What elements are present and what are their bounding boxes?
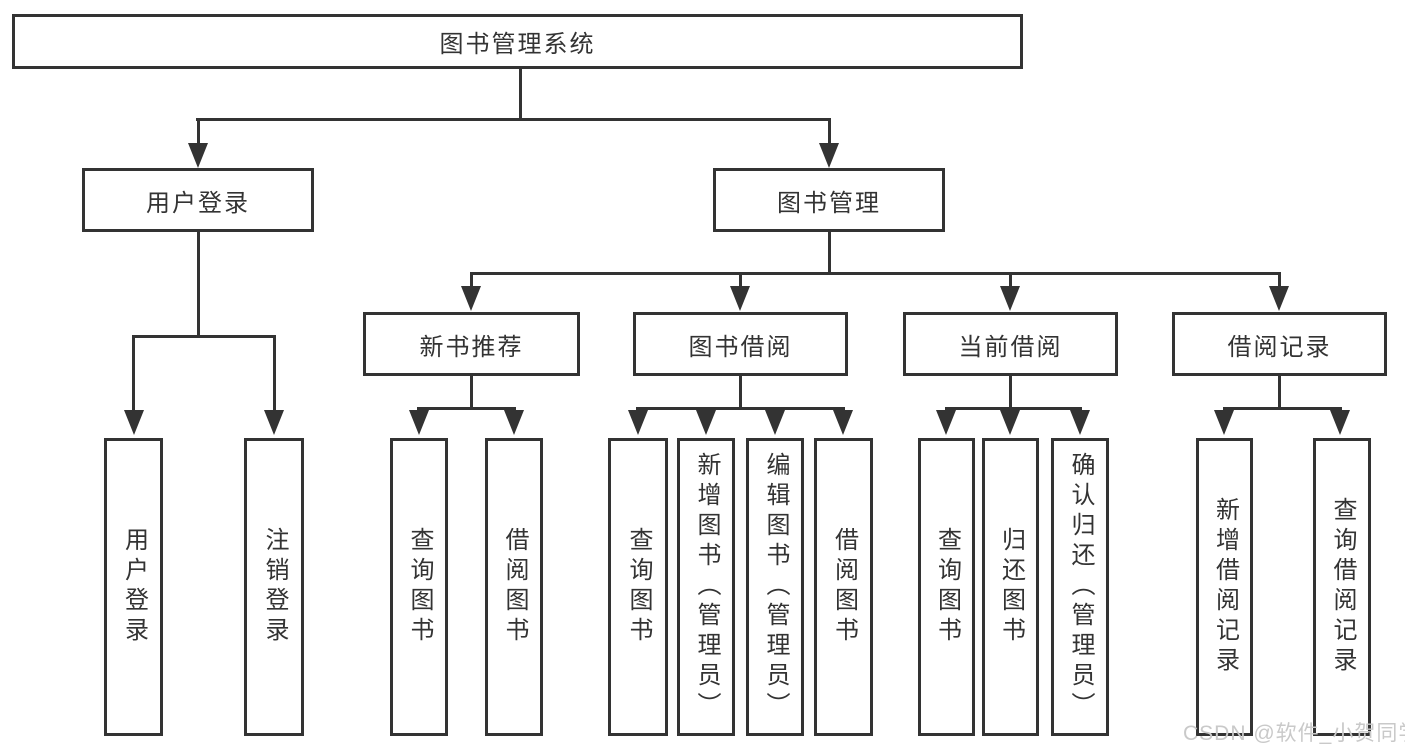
leaf-query-books-borrow-label: 查询图书 bbox=[625, 527, 652, 647]
arrowhead-leaf-query-books-borrow-icon bbox=[628, 410, 648, 435]
arrowhead-leaf-query-books-recommend-icon bbox=[409, 410, 429, 435]
leaf-add-borrow-record-label: 新增借阅记录 bbox=[1211, 497, 1239, 677]
leaf-borrow-books-recommend: 借阅图书 bbox=[485, 438, 543, 736]
arrowhead-book-management-icon bbox=[819, 143, 839, 168]
leaf-return-books-label: 归还图书 bbox=[997, 527, 1025, 647]
arrowhead-current-borrow-icon bbox=[1000, 286, 1020, 311]
leaf-query-books-borrow: 查询图书 bbox=[608, 438, 668, 736]
node-root: 图书管理系统 bbox=[12, 14, 1023, 69]
node-new-book-recommend: 新书推荐 bbox=[363, 312, 580, 376]
connector-root-horizontal bbox=[196, 118, 831, 121]
connector-current-borrow-horizontal bbox=[945, 407, 1082, 410]
arrowhead-book-borrow-icon bbox=[730, 286, 750, 311]
leaf-borrow-books-label: 借阅图书 bbox=[830, 527, 858, 647]
connector-stub-current-borrow bbox=[1009, 275, 1012, 287]
leaf-query-books-current-label: 查询图书 bbox=[933, 527, 961, 647]
leaf-logout: 注销登录 bbox=[244, 438, 304, 736]
leaf-confirm-return-admin-label: 确认归还（管理员） bbox=[1067, 452, 1094, 722]
leaf-user-login-label: 用户登录 bbox=[120, 527, 148, 647]
arrowhead-leaf-confirm-return-icon bbox=[1070, 410, 1090, 435]
connector-user-login-horizontal bbox=[132, 335, 276, 338]
arrowhead-leaf-borrow-books-recommend-icon bbox=[504, 410, 524, 435]
connector-borrow-records-horizontal bbox=[1223, 407, 1342, 410]
leaf-add-borrow-record: 新增借阅记录 bbox=[1196, 438, 1253, 736]
leaf-query-books-current: 查询图书 bbox=[918, 438, 975, 736]
leaf-user-login: 用户登录 bbox=[104, 438, 163, 736]
node-borrow-records: 借阅记录 bbox=[1172, 312, 1387, 376]
arrowhead-new-book-recommend-icon bbox=[461, 286, 481, 311]
node-borrow-records-label: 借阅记录 bbox=[1227, 333, 1332, 361]
connector-stub-book-management bbox=[828, 121, 831, 147]
arrowhead-leaf-user-login-icon bbox=[124, 410, 144, 435]
leaf-add-book-admin-label: 新增图书（管理员） bbox=[693, 452, 720, 722]
leaf-logout-label: 注销登录 bbox=[261, 527, 288, 647]
connector-borrow-records-vertical bbox=[1278, 376, 1281, 407]
leaf-query-books-recommend-label: 查询图书 bbox=[406, 527, 433, 647]
arrowhead-leaf-add-book-admin-icon bbox=[696, 410, 716, 435]
node-book-borrow: 图书借阅 bbox=[633, 312, 848, 376]
node-root-label: 图书管理系统 bbox=[439, 31, 596, 58]
leaf-query-borrow-record: 查询借阅记录 bbox=[1313, 438, 1371, 736]
node-current-borrow-label: 当前借阅 bbox=[958, 333, 1063, 361]
arrowhead-leaf-borrow-books-icon bbox=[833, 410, 853, 435]
connector-new-book-recommend-vertical bbox=[470, 376, 473, 407]
connector-book-management-horizontal bbox=[470, 272, 1281, 275]
connector-user-login-vertical bbox=[197, 232, 200, 335]
leaf-edit-book-admin-label: 编辑图书（管理员） bbox=[762, 452, 789, 722]
connector-stub-leaf-user-login bbox=[132, 338, 135, 410]
arrowhead-borrow-records-icon bbox=[1269, 286, 1289, 311]
csdn-watermark: CSDN @软件_小贺同学 bbox=[1183, 722, 1405, 745]
connector-book-borrow-horizontal bbox=[636, 407, 845, 410]
connector-stub-borrow-records bbox=[1278, 275, 1281, 287]
node-current-borrow: 当前借阅 bbox=[903, 312, 1118, 376]
connector-book-management-vertical bbox=[828, 232, 831, 272]
leaf-add-book-admin: 新增图书（管理员） bbox=[677, 438, 735, 736]
node-book-borrow-label: 图书借阅 bbox=[688, 333, 793, 361]
arrowhead-leaf-logout-icon bbox=[264, 410, 284, 435]
connector-current-borrow-vertical bbox=[1009, 376, 1012, 407]
node-book-management: 图书管理 bbox=[713, 168, 945, 232]
leaf-confirm-return-admin: 确认归还（管理员） bbox=[1051, 438, 1109, 736]
connector-book-borrow-vertical bbox=[739, 376, 742, 407]
arrowhead-leaf-query-books-current-icon bbox=[936, 410, 956, 435]
leaf-query-books-recommend: 查询图书 bbox=[390, 438, 448, 736]
arrowhead-leaf-add-borrow-record-icon bbox=[1214, 410, 1234, 435]
node-new-book-recommend-label: 新书推荐 bbox=[419, 333, 524, 361]
node-user-login-label: 用户登录 bbox=[146, 189, 250, 217]
connector-stub-user-login bbox=[197, 121, 200, 147]
node-user-login: 用户登录 bbox=[82, 168, 314, 232]
leaf-borrow-books: 借阅图书 bbox=[814, 438, 873, 736]
connector-stub-leaf-logout bbox=[273, 338, 276, 410]
connector-stub-book-borrow bbox=[739, 275, 742, 287]
connector-root-vertical bbox=[519, 69, 522, 118]
arrowhead-user-login-icon bbox=[188, 143, 208, 168]
arrowhead-leaf-query-borrow-record-icon bbox=[1330, 410, 1350, 435]
leaf-borrow-books-recommend-label: 借阅图书 bbox=[501, 527, 528, 647]
leaf-edit-book-admin: 编辑图书（管理员） bbox=[746, 438, 804, 736]
connector-stub-new-book-recommend bbox=[470, 275, 473, 287]
arrowhead-leaf-return-books-icon bbox=[1000, 410, 1020, 435]
leaf-query-borrow-record-label: 查询借阅记录 bbox=[1329, 497, 1356, 677]
arrowhead-leaf-edit-book-admin-icon bbox=[765, 410, 785, 435]
leaf-return-books: 归还图书 bbox=[982, 438, 1039, 736]
node-book-management-label: 图书管理 bbox=[777, 189, 881, 217]
connector-new-book-recommend-horizontal bbox=[417, 407, 516, 410]
